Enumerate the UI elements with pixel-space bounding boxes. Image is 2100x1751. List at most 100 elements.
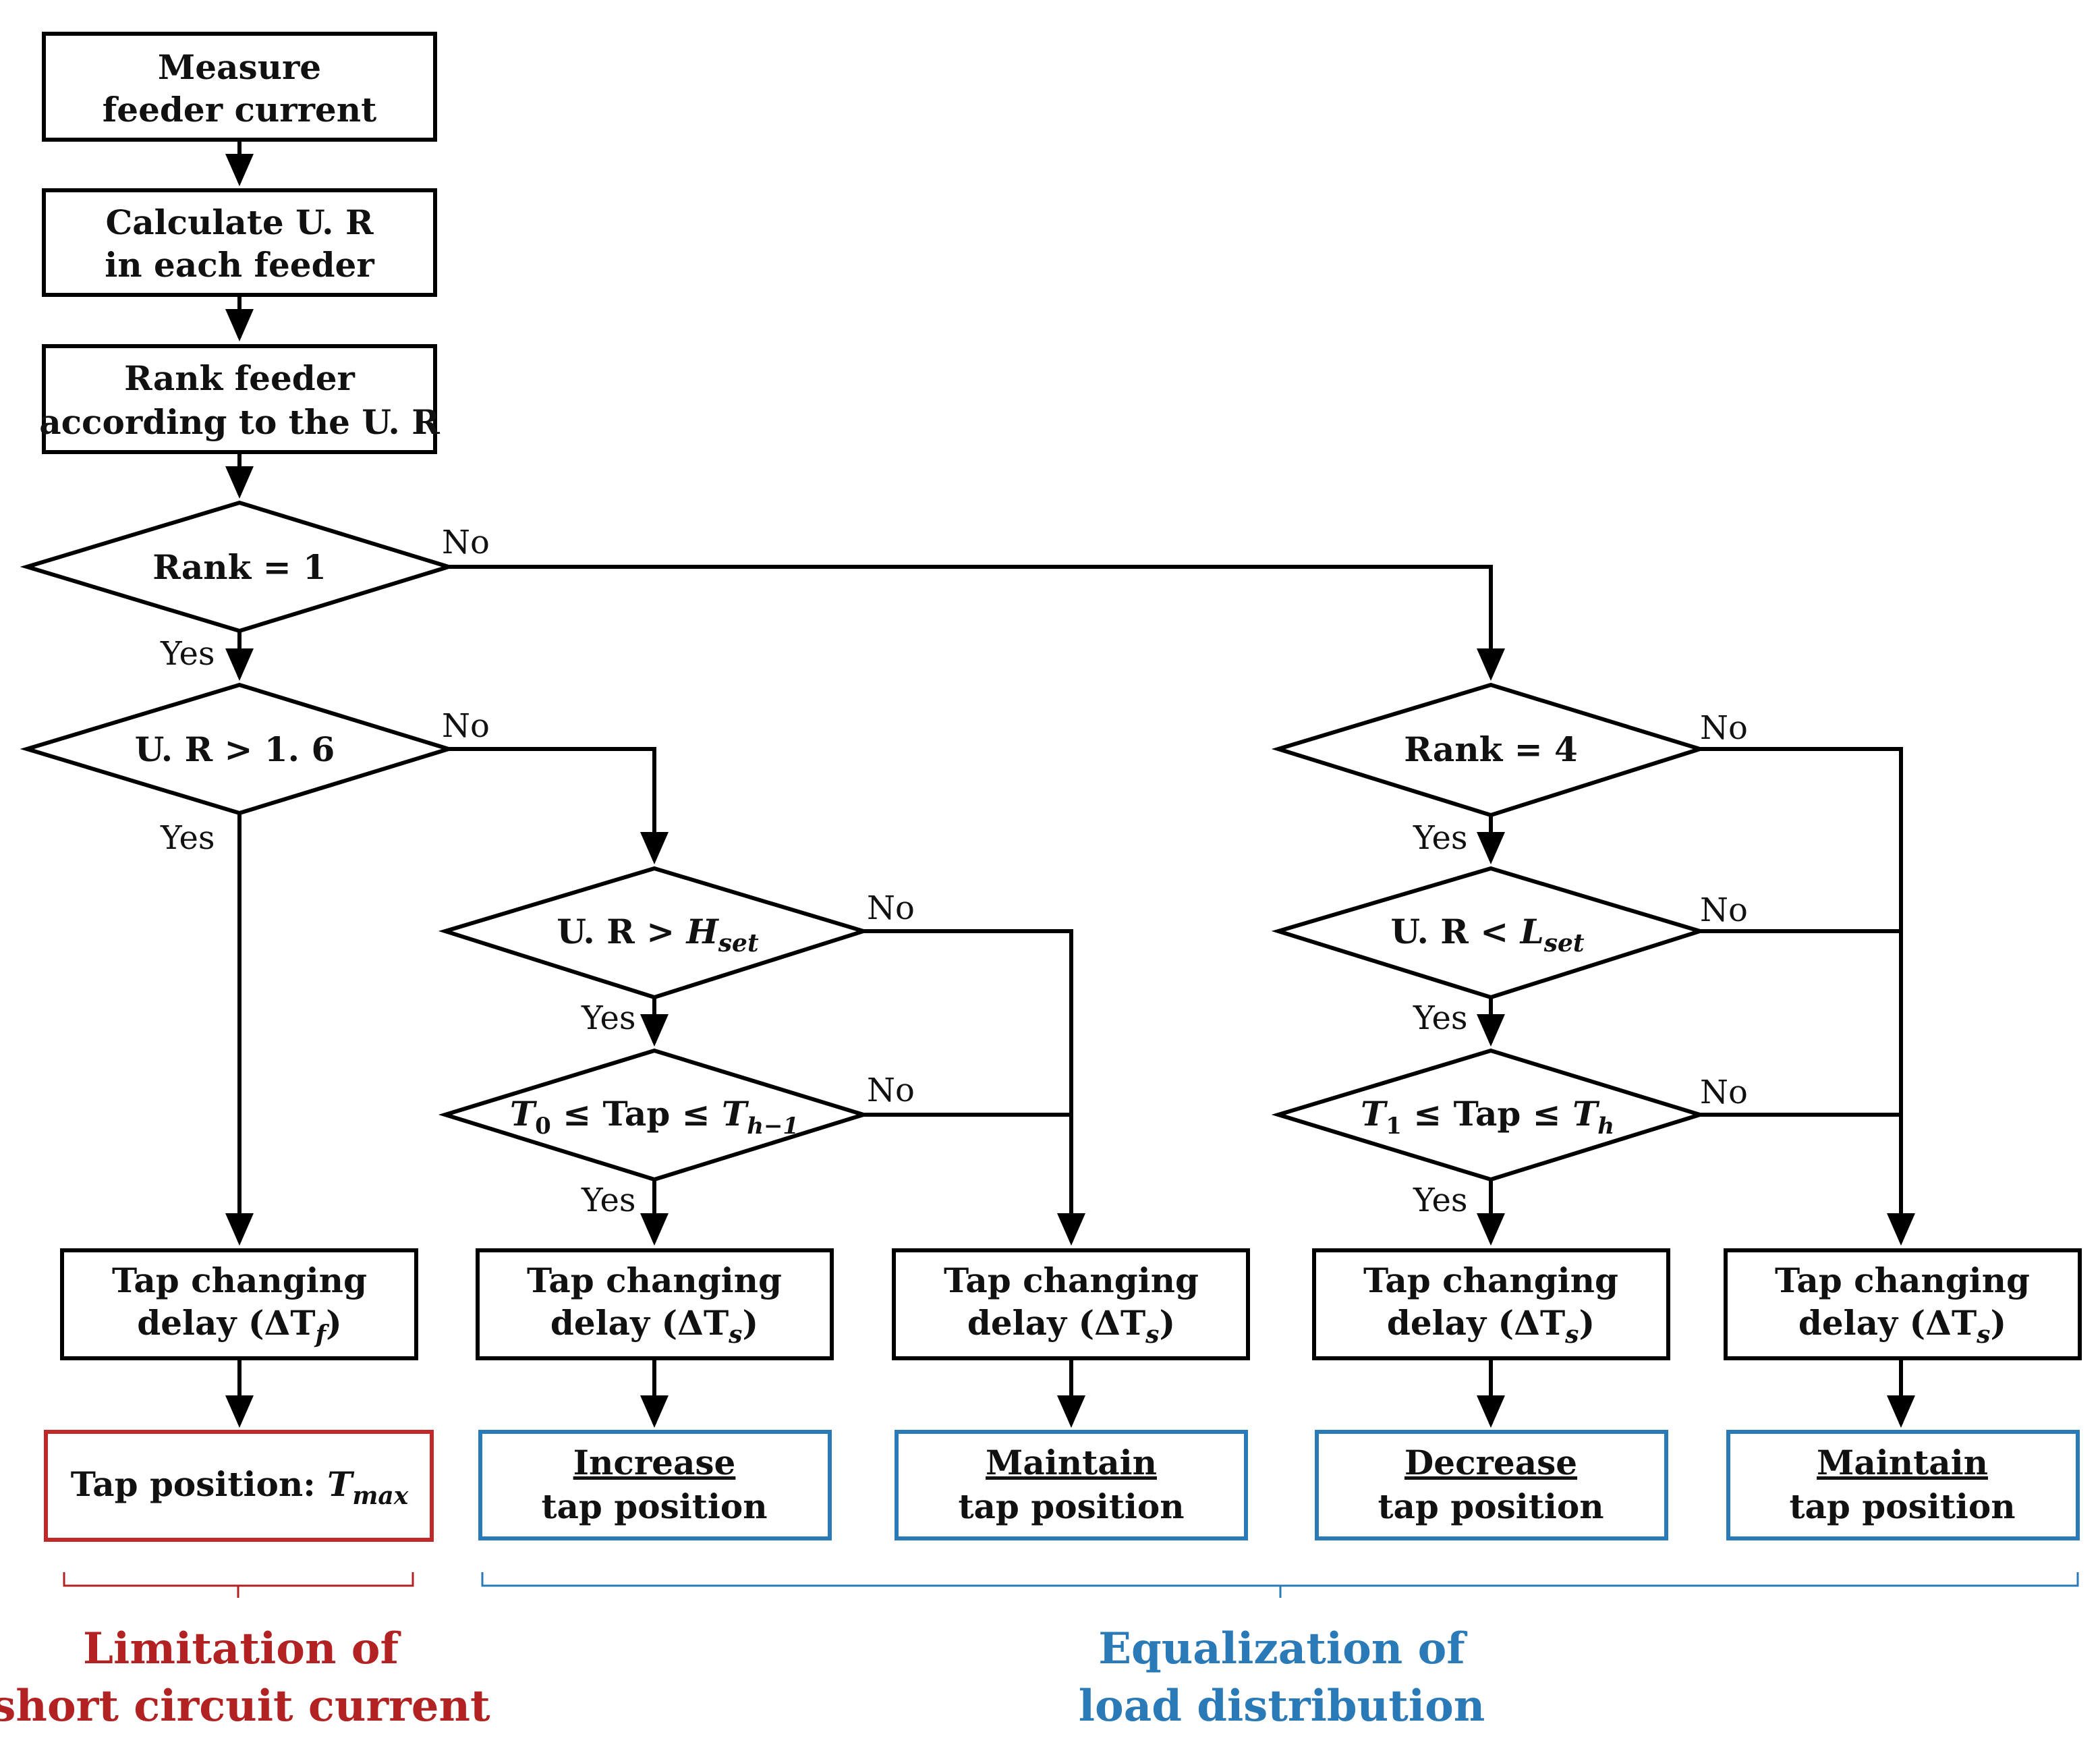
node-label: Tap changing [112,1260,367,1300]
node-label: Increase [573,1443,736,1482]
outcome-box [478,1430,832,1540]
node-label: Tap changing [944,1260,1199,1300]
edge-label-yes: Yes [160,635,215,673]
outcome-box [1726,1430,2080,1540]
decision-diamond [438,866,871,1000]
node-label: delay (ΔTf) [137,1303,341,1349]
decision-rank1: Rank = 1 [20,500,456,634]
node-label: delay (ΔTs) [967,1303,1175,1349]
node-label: tap position [541,1486,767,1526]
decision-diamond [20,500,456,634]
group-caption: load distribution [1079,1681,1485,1731]
node-label: Tap changing [1775,1260,2030,1300]
group-limitation: Limitation of short circuit current [0,1623,490,1731]
decision-lset: U. R < Lset [1271,866,1707,1000]
node-maintain-2: Maintain tap position [1726,1430,2080,1540]
node-rank-feeder: Rank feeder according to the U. R [39,344,440,454]
edge-hset-delays2 [863,929,1085,1246]
node-label: in each feeder [105,245,374,285]
edge-label-yes: Yes [581,1182,636,1219]
node-label: tap position [1378,1486,1604,1526]
node-label: Maintain [986,1443,1157,1482]
decision-label: U. R < Lset [1390,912,1584,957]
process-box [42,188,437,297]
decision-diamond [438,1048,871,1182]
node-maintain-1: Maintain tap position [895,1430,1248,1540]
edge-label-yes: Yes [1413,819,1468,857]
decision-ur16: U. R > 1. 6 [20,682,456,816]
edge-ur16-hset [449,747,669,864]
connectors [225,140,1915,1428]
decision-tap-range-l: T1 ≤ Tap ≤ Th [1271,1048,1707,1182]
node-delay-s-increase: Tap changing delay (ΔTs) [476,1248,834,1360]
node-label: Tap position: Tmax [71,1464,409,1510]
edge-label-no: No [1700,891,1748,929]
process-box [1312,1248,1670,1360]
node-delay-s-decrease: Tap changing delay (ΔTs) [1312,1248,1670,1360]
edge-label-no: No [442,524,490,561]
node-label: tap position [1789,1486,2015,1526]
outcome-box [1315,1430,1668,1540]
decision-label: T0 ≤ Tap ≤ Th−1 [510,1094,799,1140]
outcome-box [895,1430,1248,1540]
node-label: Maintain [1817,1443,1988,1482]
process-box [42,32,437,142]
process-box [60,1248,418,1360]
node-label: Calculate U. R [105,202,374,242]
decision-hset: U. R > Hset [438,866,871,1000]
decision-label: U. R > Hset [557,912,759,957]
decision-diamond [20,682,456,816]
decision-rank4: Rank = 4 [1271,682,1707,818]
edge-label-no: No [1700,1074,1748,1111]
process-box [1724,1248,2082,1360]
node-decrease: Decrease tap position [1315,1430,1668,1540]
node-delay-s-maintain-1: Tap changing delay (ΔTs) [892,1248,1250,1360]
node-label: Rank feeder [124,358,355,398]
node-label: Tap changing [527,1260,782,1300]
edge-label-yes: Yes [1413,999,1468,1037]
edge-label-no: No [442,707,490,745]
node-label: Measure [158,47,321,87]
edge-label-no: No [867,1072,915,1109]
group-caption: Limitation of [83,1623,401,1674]
node-delay-s-maintain-2: Tap changing delay (ΔTs) [1724,1248,2082,1360]
equalization-brace [481,1572,2079,1598]
node-calculate: Calculate U. R in each feeder [42,188,437,297]
group-caption: Equalization of [1098,1623,1467,1674]
process-box [476,1248,834,1360]
edge-label-yes: Yes [1413,1182,1468,1219]
node-increase: Increase tap position [478,1430,832,1540]
node-measure: Measure feeder current [42,32,437,142]
node-delay-f: Tap changing delay (ΔTf) [60,1248,418,1360]
process-box [42,344,437,454]
edge-labels: No Yes No Yes No Yes No Yes No Yes No Ye… [160,524,1748,1219]
decision-label: Rank = 4 [1404,729,1578,769]
node-tap-max: Tap position: Tmax [44,1430,434,1542]
edge-label-no: No [1700,709,1748,747]
node-label: delay (ΔTs) [1798,1303,2006,1349]
decision-diamond [1271,682,1707,818]
edge-rank4-delays4 [1700,747,1915,1246]
decision-tap-range-h: T0 ≤ Tap ≤ Th−1 [438,1048,871,1182]
node-label: feeder current [103,90,376,130]
edge-label-no: No [867,889,915,927]
decision-label: T1 ≤ Tap ≤ Th [1361,1094,1614,1140]
edge-rank1-rank4 [449,565,1505,681]
outcome-box [44,1430,434,1542]
process-box [892,1248,1250,1360]
node-label: tap position [958,1486,1184,1526]
node-label: delay (ΔTs) [1387,1303,1595,1349]
decision-diamond [1271,1048,1707,1182]
decision-label: U. R > 1. 6 [135,729,335,769]
decision-label: Rank = 1 [152,547,327,587]
group-caption: short circuit current [0,1681,490,1731]
node-label: Tap changing [1363,1260,1618,1300]
node-label: Decrease [1404,1443,1577,1482]
edge-label-yes: Yes [160,819,215,857]
group-equalization: Equalization of load distribution [1079,1623,1485,1731]
node-label: delay (ΔTs) [550,1303,758,1349]
limitation-brace [63,1572,414,1598]
edge-label-yes: Yes [581,999,636,1037]
